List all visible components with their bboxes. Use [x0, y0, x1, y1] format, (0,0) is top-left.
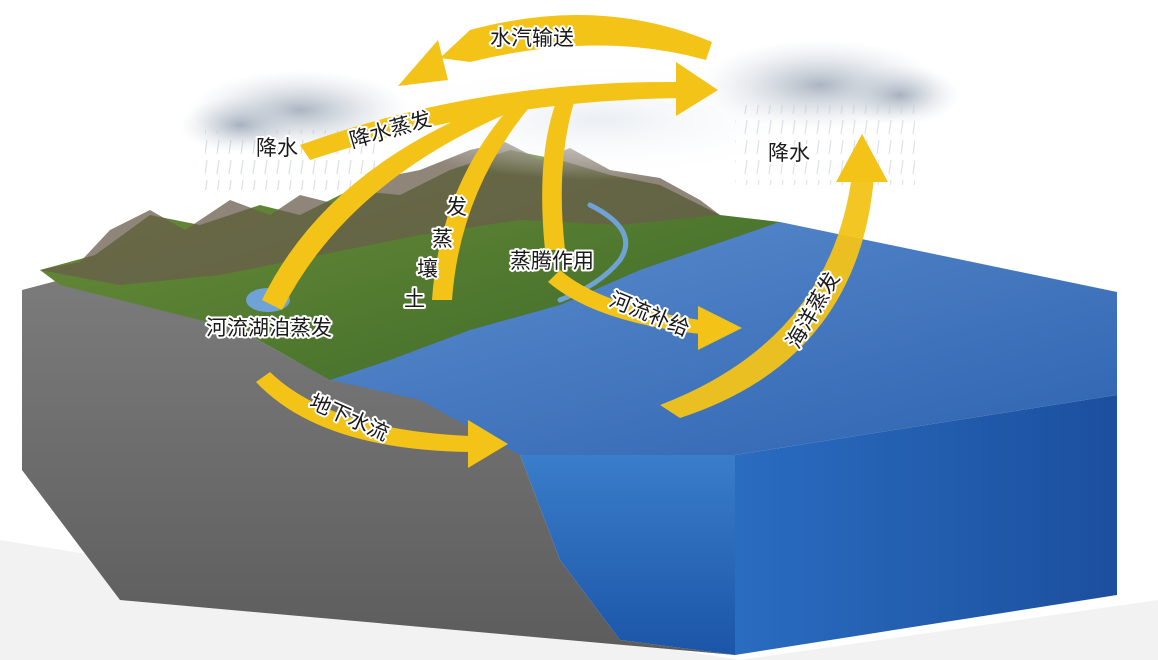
arrow-vapor-transport [440, 15, 712, 63]
ground-shadow [0, 540, 1158, 660]
arrow-precip-evap [300, 81, 682, 160]
rock-cross-section [22, 280, 735, 655]
ocean-front-face [520, 455, 735, 655]
arrow-transpiration [542, 92, 576, 250]
label-vapor-transport: 水汽输送 [490, 26, 574, 50]
label-soil-evap-char-1: 发 [446, 195, 467, 219]
ocean-side-face [735, 395, 1117, 655]
label-lake-evap: 河流湖泊蒸发 [206, 316, 332, 340]
arrow-groundwater [256, 372, 470, 452]
label-precip-left: 降水 [256, 136, 298, 160]
label-precip-right: 降水 [768, 141, 810, 165]
arrow-ocean-evap-head [836, 134, 888, 182]
arrow-groundwater-head [468, 420, 508, 468]
arrow-lake-evap [262, 94, 530, 310]
label-soil-evap-char-2: 蒸 [432, 227, 453, 251]
arrow-vapor-transport-head [398, 40, 448, 86]
label-soil-evap-char-4: 土 [404, 287, 425, 311]
arrow-precip-evap-head [676, 62, 718, 116]
label-soil-evap-char-3: 壤 [417, 257, 438, 281]
cloud-right [700, 40, 960, 185]
label-transpiration: 蒸腾作用 [510, 249, 594, 273]
arrow-soil-evap [432, 96, 532, 300]
arrow-river-recharge-head [698, 306, 742, 350]
arrow-river-recharge [548, 270, 700, 334]
ocean-surface [250, 222, 1117, 455]
arrow-ocean-evap [660, 175, 874, 418]
